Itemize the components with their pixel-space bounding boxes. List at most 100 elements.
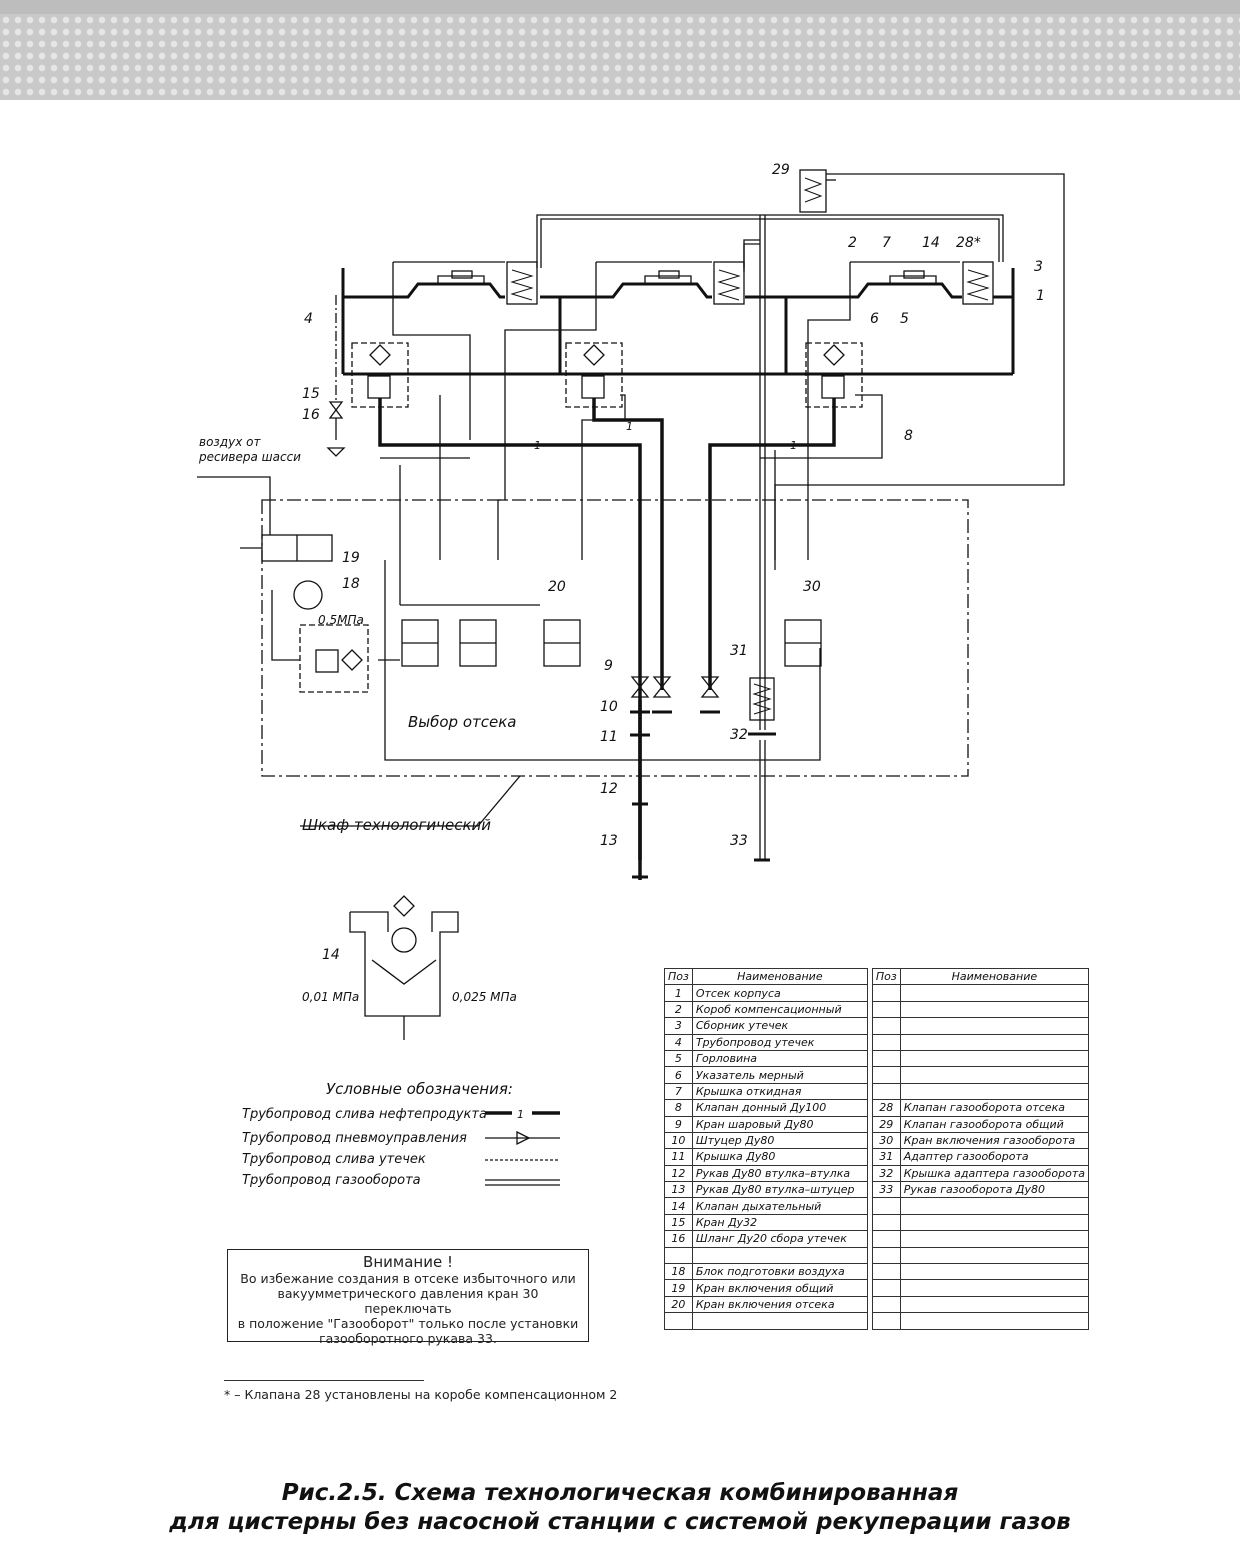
diagram-labels: воздух от ресивера шасси 0,5МПа Выбор от… — [198, 162, 1045, 1121]
pos-cell — [871, 1279, 901, 1297]
warning-line: Во избежание создания в отсеке избыточно… — [240, 1271, 576, 1286]
callout-14: 14 — [922, 235, 940, 251]
pos-cell — [871, 984, 901, 1002]
pos-cell: 1 — [664, 984, 693, 1002]
pos-cell — [664, 1246, 693, 1265]
legend-item-gas-return: Трубопровод газооборота — [242, 1173, 421, 1188]
name-cell — [899, 1230, 1090, 1248]
name-cell: Кран шаровый Ду80 — [691, 1115, 868, 1133]
warning-line: газооборотного рукава 33. — [319, 1331, 497, 1346]
warning-line: в положение "Газооборот" только после ус… — [237, 1316, 579, 1331]
pos-cell: 2 — [664, 1000, 693, 1019]
name-cell: Кран включения отсека — [691, 1295, 868, 1314]
name-cell: Отсек корпуса — [691, 984, 868, 1002]
name-cell — [899, 1066, 1090, 1084]
pos-cell: 10 — [664, 1131, 693, 1150]
pos-cell — [871, 1263, 901, 1281]
name-cell: Шланг Ду20 сбора утечек — [691, 1230, 868, 1248]
pos-cell: 16 — [664, 1230, 693, 1248]
footnote-rule — [224, 1380, 424, 1381]
legend-item-product-drain: Трубопровод слива нефтепродукта — [242, 1107, 487, 1122]
callout-31: 31 — [730, 643, 748, 659]
callout-15: 15 — [302, 386, 320, 402]
name-cell: Трубопровод утечек — [691, 1033, 868, 1051]
pos-cell — [871, 1049, 901, 1068]
callout-2: 2 — [848, 235, 857, 251]
pos-cell — [871, 1230, 901, 1248]
pos-cell: 11 — [664, 1148, 693, 1166]
pneumatic-control-lines — [380, 261, 960, 605]
tank-body — [341, 268, 1015, 376]
header-name: Наименование — [691, 967, 868, 986]
callout-16: 16 — [302, 407, 320, 423]
name-cell — [899, 1295, 1090, 1314]
pos-cell — [871, 1197, 901, 1215]
legend-item-pneumatic: Трубопровод пневмоуправления — [242, 1131, 467, 1146]
name-cell — [899, 1279, 1090, 1297]
name-cell: Рукав Ду80 втулка–втулка — [691, 1164, 868, 1183]
pos-cell — [871, 1066, 901, 1084]
callout-19: 19 — [342, 550, 360, 566]
header-name: Наименование — [899, 967, 1090, 986]
parts-table-row — [664, 1312, 1090, 1330]
name-cell: Кран включения общий — [691, 1279, 868, 1297]
leak-pipeline — [326, 295, 346, 457]
figure-caption-line-1: Рис.2.5. Схема технологическая комбиниро… — [281, 1480, 959, 1506]
name-cell — [899, 984, 1090, 1002]
warning-title: Внимание ! — [363, 1253, 453, 1271]
pressure-001-label: 0,01 МПа — [302, 990, 359, 1004]
name-cell: Штуцер Ду80 — [691, 1131, 868, 1150]
pressure-05-label: 0,5МПа — [318, 613, 364, 627]
pos-cell: 13 — [664, 1181, 693, 1199]
flow-number-label: 1 — [790, 439, 797, 452]
warning-box: Внимание ! Во избежание создания в отсек… — [227, 1249, 589, 1346]
legend-item-leak-drain: Трубопровод слива утечек — [242, 1152, 426, 1167]
pos-cell — [664, 1312, 693, 1330]
pos-cell: 15 — [664, 1213, 693, 1232]
name-cell — [899, 1213, 1090, 1232]
pos-cell: 19 — [664, 1279, 693, 1297]
pos-cell: 8 — [664, 1099, 693, 1117]
pos-cell: 33 — [871, 1181, 901, 1199]
pos-cell: 14 — [664, 1197, 693, 1215]
callout-12: 12 — [600, 781, 618, 797]
callout-28: 28* — [956, 235, 981, 251]
name-cell: Клапан газооборота отсека — [899, 1099, 1090, 1117]
name-cell — [899, 1263, 1090, 1281]
name-cell: Кран включения газооборота — [899, 1131, 1090, 1150]
name-cell: Короб компенсационный — [691, 1000, 868, 1019]
legend-title: Условные обозначения: — [326, 1080, 513, 1098]
pos-cell: 7 — [664, 1082, 693, 1101]
name-cell — [691, 1246, 868, 1265]
air-preparation-block — [197, 476, 400, 693]
flow-number-label: 1 — [534, 439, 541, 452]
legend-lines — [485, 1111, 560, 1186]
warning-line: вакуумметрического давления кран 30 пере… — [277, 1286, 539, 1316]
pos-cell — [871, 1213, 901, 1232]
name-cell — [899, 1033, 1090, 1051]
callout-29: 29 — [772, 162, 790, 178]
pos-cell: 12 — [664, 1164, 693, 1183]
breather-valve-14-detail — [349, 895, 459, 1040]
header-band — [0, 0, 1240, 100]
air-source-label-1: воздух от — [199, 435, 261, 449]
pressure-0025-label: 0,025 МПа — [452, 990, 517, 1004]
name-cell — [899, 1082, 1090, 1101]
callout-33: 33 — [730, 833, 748, 849]
